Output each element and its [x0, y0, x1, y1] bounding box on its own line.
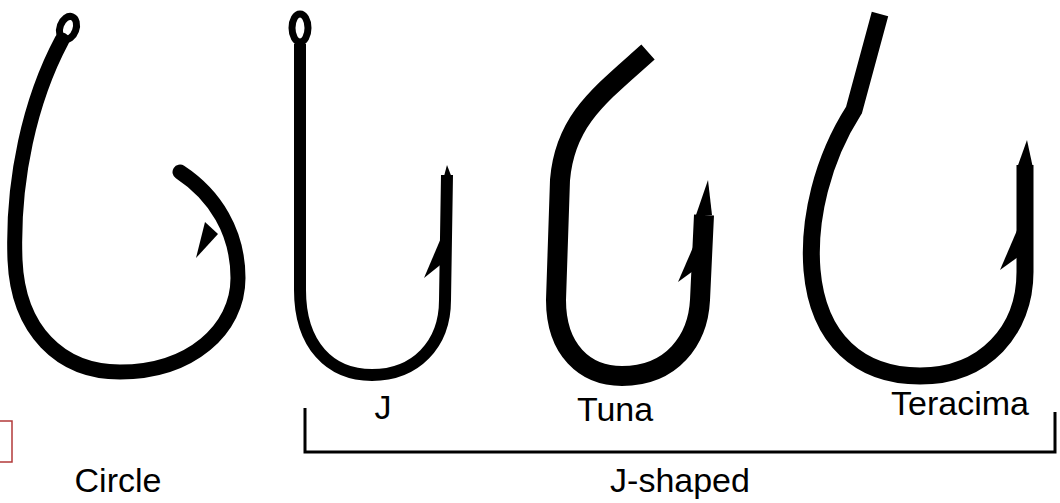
frame-fragment: [0, 421, 12, 462]
teracima-hook: [811, 14, 1033, 376]
tuna-hook: [556, 52, 712, 376]
hook-type-label: J: [375, 390, 392, 424]
hook-type-label: Teracima: [891, 386, 1029, 420]
group-label: J-shaped: [610, 463, 750, 497]
hook-type-label: Tuna: [577, 392, 653, 426]
hook-type-label: Circle: [75, 463, 162, 497]
j-hook: [292, 14, 452, 375]
circle-hook: [15, 14, 238, 372]
